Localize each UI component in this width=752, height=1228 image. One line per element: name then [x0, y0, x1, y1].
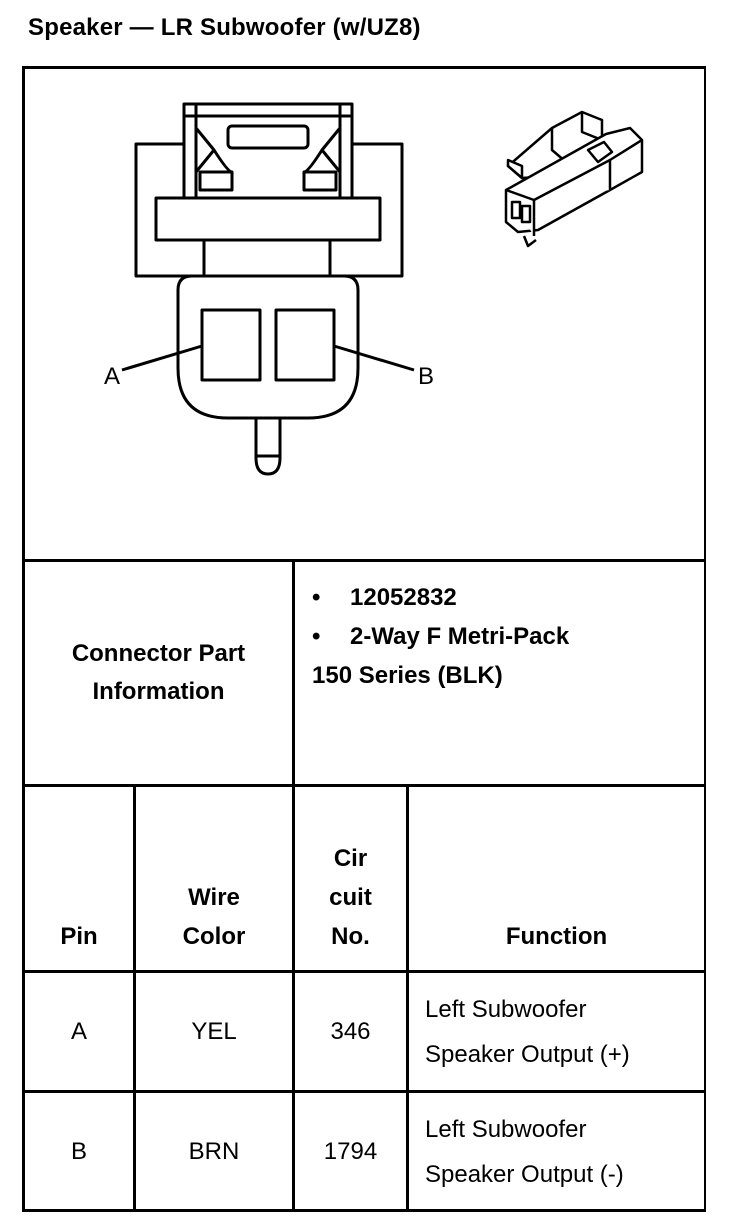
header-circuit-line3: No. — [331, 923, 370, 950]
connector-diagram: A B — [104, 102, 644, 476]
row-b-function: Left Subwoofer Speaker Output (-) — [409, 1093, 704, 1210]
column-divider-2 — [406, 784, 409, 1212]
header-wire-color: Wire Color — [136, 787, 292, 970]
row-a-wire-color: YEL — [191, 1017, 237, 1045]
row-a-function: Left Subwoofer Speaker Output (+) — [409, 973, 704, 1090]
part-number: 12052832 — [350, 584, 457, 611]
row-b-circuit: 1794 — [323, 1137, 378, 1165]
connector-info-details: • 12052832 • 2-Way F Metri-Pack 150 Seri… — [312, 578, 569, 695]
connector-info-label-line2: Information — [92, 678, 225, 705]
divider-info — [22, 784, 706, 787]
header-wire-line2: Color — [182, 923, 246, 950]
part-number-item: • 12052832 — [312, 578, 569, 617]
table-frame — [22, 66, 706, 1212]
pin-a-callout: A — [104, 363, 120, 390]
header-circuit-line1: Cir — [333, 845, 368, 872]
pin-b-callout: B — [418, 363, 434, 390]
divider-header — [22, 970, 706, 973]
description-item: • 2-Way F Metri-Pack — [312, 617, 569, 656]
connector-face-drawing — [121, 102, 415, 476]
header-wire-line1: Wire — [188, 884, 240, 911]
header-circuit-line2: cuit — [329, 884, 372, 911]
column-divider-1 — [292, 559, 295, 1212]
header-pin-text: Pin — [60, 923, 98, 950]
row-a-pin: A — [70, 1017, 87, 1045]
row-b-function-line1: Left Subwoofer — [425, 1115, 587, 1143]
row-b-wire-color: BRN — [188, 1137, 240, 1165]
header-circuit: Cir cuit No. — [295, 787, 406, 970]
description-line1: 2-Way F Metri-Pack — [350, 623, 570, 650]
column-divider-0 — [133, 784, 136, 1212]
bullet-icon: • — [312, 584, 321, 611]
connector-info-label: Connector Part Information — [25, 562, 292, 784]
description-line2: 150 Series (BLK) — [312, 662, 503, 689]
header-function-text: Function — [505, 923, 608, 950]
connector-isometric-drawing — [504, 110, 644, 248]
row-a-function-line1: Left Subwoofer — [425, 995, 587, 1023]
connector-info-label-line1: Connector Part — [71, 640, 246, 667]
divider-row — [22, 1090, 706, 1093]
header-function: Function — [409, 787, 704, 970]
row-a-circuit: 346 — [330, 1017, 371, 1045]
divider-diagram — [22, 559, 706, 562]
row-a-function-line2: Speaker Output (+) — [425, 1040, 630, 1068]
header-pin: Pin — [25, 787, 133, 970]
bullet-icon: • — [312, 623, 321, 650]
page-title: Speaker — LR Subwoofer (w/UZ8) — [28, 14, 421, 41]
row-b-pin: B — [70, 1137, 87, 1165]
row-b-function-line2: Speaker Output (-) — [425, 1160, 624, 1188]
